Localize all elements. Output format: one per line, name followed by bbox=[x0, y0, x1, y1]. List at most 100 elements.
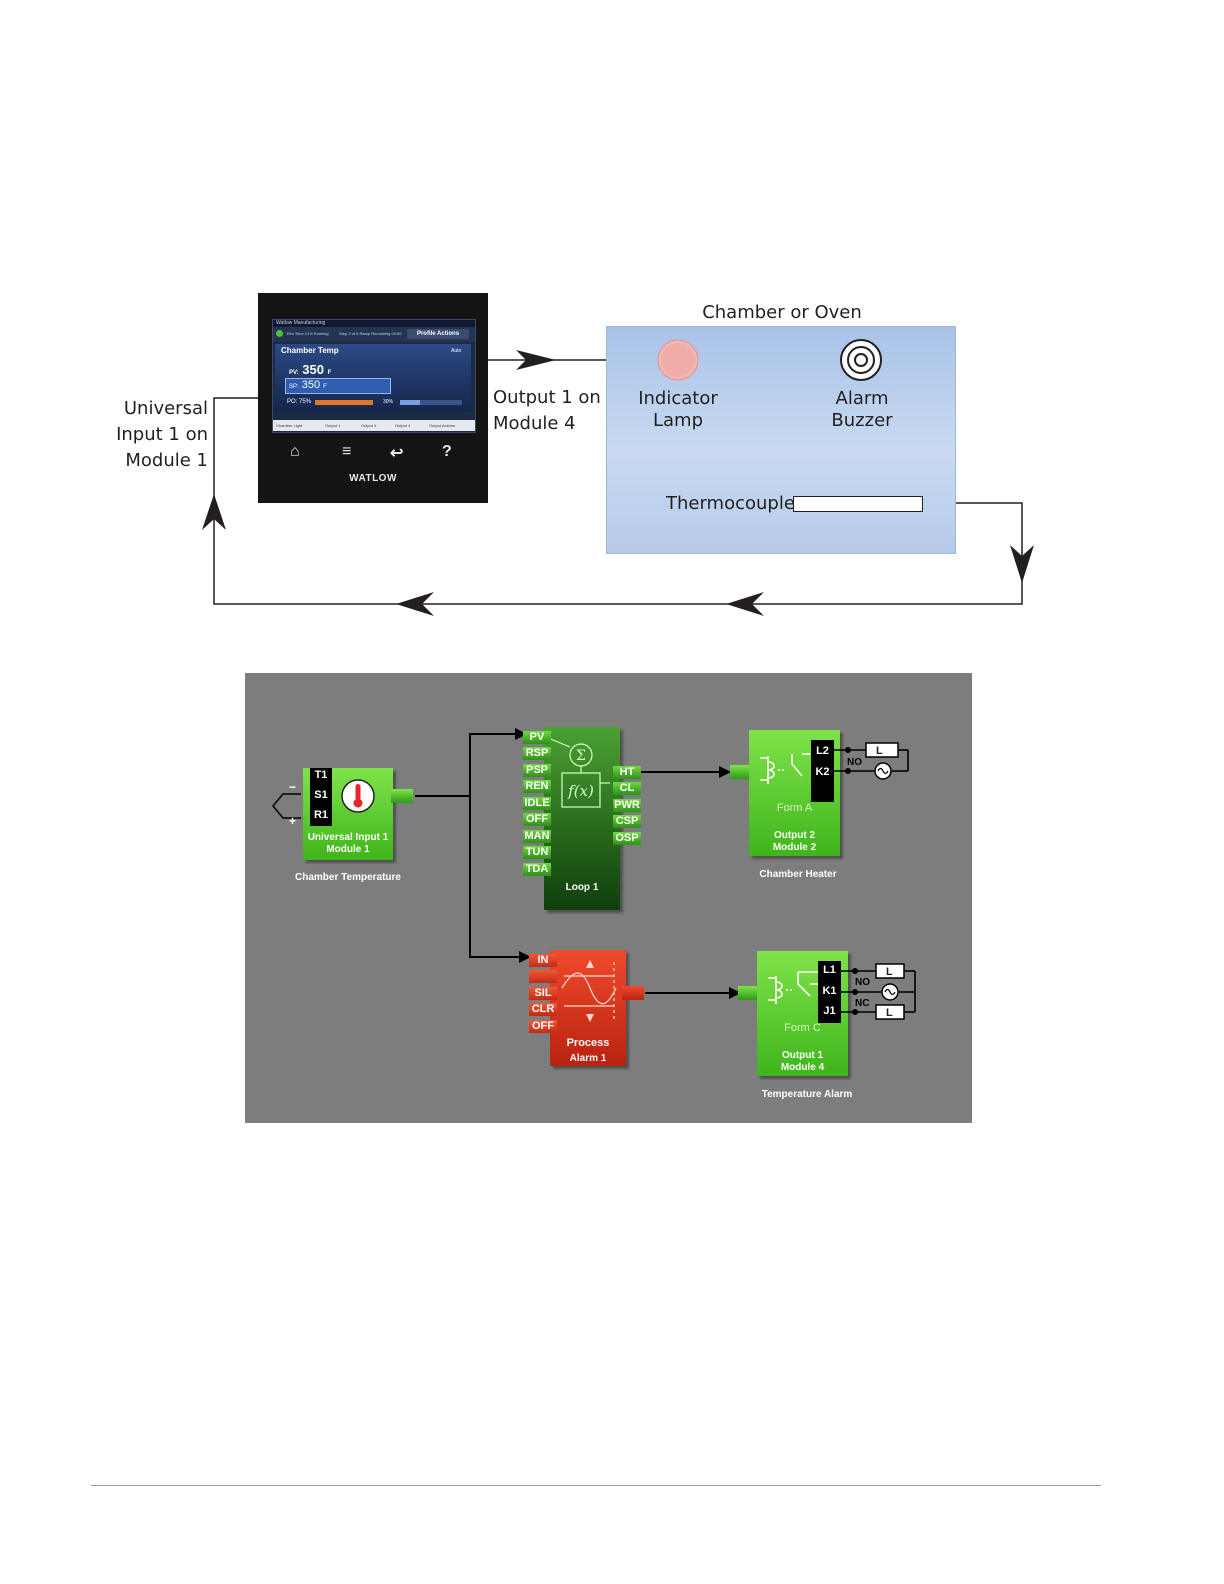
alarm-block-title-line2: Alarm 1 bbox=[569, 1053, 607, 1064]
alarm-symbol bbox=[561, 960, 617, 1022]
tab-output-actions[interactable]: Output Actions bbox=[429, 423, 456, 428]
alarm-block-title: Process Alarm 1 bbox=[550, 1036, 626, 1066]
screen-header-title: Watlow Manufacturing bbox=[276, 320, 326, 326]
input-label-line3: Module 1 bbox=[125, 450, 208, 471]
watlow-logo: WATLOW bbox=[349, 473, 397, 484]
thermometer-icon bbox=[341, 779, 375, 813]
alarm-block-title-line1: Process bbox=[566, 1037, 610, 1049]
loop-panel: Chamber Temp Auto PV: 350 F SP: 350 F PO… bbox=[275, 344, 471, 412]
tab-output-1[interactable]: Output 1 bbox=[325, 423, 341, 428]
output1-input-stub[interactable] bbox=[738, 986, 760, 1000]
output1-load-nc: L bbox=[886, 1007, 893, 1019]
input-block-title-line2: Module 1 bbox=[326, 844, 370, 855]
profile-status-left: Elm Time 21:5 Running bbox=[287, 331, 329, 336]
loop-input-psp[interactable]: PSP bbox=[523, 764, 551, 777]
terminal-l2: L2 bbox=[811, 745, 834, 757]
po-readout: PO: 75% bbox=[287, 399, 311, 405]
loop-input-man[interactable]: MAN bbox=[523, 830, 551, 843]
output2-no-contact: NO bbox=[847, 757, 862, 768]
thermocouple-probe bbox=[793, 496, 923, 512]
relay-form-a-icon bbox=[760, 753, 810, 784]
terminal-j1: J1 bbox=[818, 1005, 841, 1017]
tab-chamber-light[interactable]: Chamber Light bbox=[276, 423, 303, 428]
sp-value: 350 bbox=[301, 379, 321, 391]
ui-to-loop-wire bbox=[415, 733, 523, 797]
output1-title: Output 1 Module 4 bbox=[757, 1050, 848, 1074]
indicator-lamp-icon bbox=[657, 339, 699, 381]
arrow-left-1 bbox=[726, 592, 764, 616]
alarm-output-stub[interactable] bbox=[622, 986, 644, 1000]
input-block-title-line1: Universal Input 1 bbox=[307, 832, 389, 843]
control-loop-wiring bbox=[202, 350, 1034, 616]
output1-load-no: L bbox=[886, 966, 893, 978]
alarm-input-clr[interactable]: CLR bbox=[529, 1003, 557, 1016]
po2-value: 30% bbox=[383, 399, 394, 405]
profile-status-row: Elm Time 21:5 Running Step 2 of 5 Ramp R… bbox=[273, 327, 475, 342]
controller-screen: Watlow Manufacturing Elm Time 21:5 Runni… bbox=[272, 319, 476, 433]
home-icon[interactable]: ⌂ bbox=[290, 443, 300, 460]
secondary-bar-fill bbox=[400, 400, 420, 405]
positive-polarity: + bbox=[289, 814, 297, 828]
alarm-input-sil[interactable]: SIL bbox=[529, 987, 557, 1000]
input-output-stub[interactable] bbox=[391, 789, 413, 803]
input-label-line1: Universal bbox=[123, 398, 208, 419]
high-limit-icon bbox=[586, 960, 594, 968]
loop-output-pwr[interactable]: PWR bbox=[613, 799, 641, 812]
loop-input-tun[interactable]: TUN bbox=[523, 846, 551, 859]
output-label-line2: Module 4 bbox=[493, 413, 576, 434]
pv-readout: PV: 350 F bbox=[289, 362, 331, 377]
arrow-up bbox=[202, 494, 226, 530]
alarm-buzzer-label-line1: Alarm bbox=[835, 388, 889, 409]
controller-hmi: Watlow Manufacturing Elm Time 21:5 Runni… bbox=[258, 293, 488, 503]
footer-rule bbox=[91, 1485, 1101, 1486]
output2-load: L bbox=[876, 745, 883, 757]
arrow-to-output2 bbox=[719, 766, 731, 778]
input-block-caption: Chamber Temperature bbox=[295, 872, 401, 883]
output2-caption: Chamber Heater bbox=[759, 869, 837, 880]
pv-value: 350 bbox=[302, 362, 324, 377]
terminal-k2: K2 bbox=[811, 766, 834, 778]
tab-output-4[interactable]: Output 4 bbox=[395, 423, 411, 428]
loop-block[interactable] bbox=[544, 727, 620, 910]
terminal-k1: K1 bbox=[818, 985, 841, 997]
profile-actions-button[interactable]: Profile Actions bbox=[407, 329, 469, 339]
input-block-title: Universal Input 1 Module 1 bbox=[303, 832, 393, 856]
loop-mode[interactable]: Auto bbox=[451, 348, 462, 354]
terminal-r1: R1 bbox=[310, 809, 332, 821]
function-icon: f(x) bbox=[567, 782, 594, 800]
ui-to-alarm-wire bbox=[469, 796, 527, 958]
loop-input-tda[interactable]: TDA bbox=[523, 863, 551, 876]
loop-input-rsp[interactable]: RSP bbox=[523, 747, 551, 760]
output2-input-stub[interactable] bbox=[730, 765, 752, 779]
indicator-lamp-label: Indicator Lamp bbox=[628, 386, 728, 434]
loop-output-csp[interactable]: CSP bbox=[613, 815, 641, 828]
po-label: PO: bbox=[287, 399, 298, 405]
process-alarm-block[interactable] bbox=[550, 950, 626, 1066]
alarm-input-blank[interactable] bbox=[529, 970, 557, 983]
output1-no-contact: NO bbox=[855, 977, 870, 988]
alarm-input-off[interactable]: OFF bbox=[529, 1020, 557, 1033]
loop-input-idle[interactable]: IDLE bbox=[523, 797, 551, 810]
output-label: Output 1 on Module 4 bbox=[493, 385, 613, 437]
arrow-to-alarm bbox=[519, 951, 531, 963]
arrow-to-loop bbox=[515, 728, 527, 740]
loop-input-pv[interactable]: PV bbox=[523, 731, 551, 744]
loop-input-off[interactable]: OFF bbox=[523, 813, 551, 826]
back-icon[interactable]: ↩ bbox=[390, 445, 404, 462]
loop-symbol: Σ f(x) bbox=[548, 737, 610, 808]
output2-load-circuit bbox=[834, 742, 909, 780]
status-dot-icon bbox=[276, 330, 283, 337]
loop-output-cl[interactable]: CL bbox=[613, 782, 641, 795]
output1-load-circuit bbox=[841, 963, 916, 1020]
alarm-input-in[interactable]: IN bbox=[529, 954, 557, 967]
pv-label: PV: bbox=[289, 370, 299, 376]
tab-output-3[interactable]: Output 3 bbox=[361, 423, 377, 428]
alarm-buzzer-label-line2: Buzzer bbox=[831, 410, 893, 431]
help-icon[interactable]: ? bbox=[442, 443, 452, 460]
sp-field[interactable] bbox=[285, 378, 391, 394]
loop-output-osp[interactable]: OSP bbox=[613, 832, 641, 845]
profile-status-mid: Step 2 of 5 Ramp Remaining 00:00 bbox=[339, 331, 402, 336]
loop-output-ht[interactable]: HT bbox=[613, 766, 641, 779]
loop-input-ren[interactable]: REN bbox=[523, 780, 551, 793]
menu-icon[interactable]: ≡ bbox=[342, 443, 352, 460]
